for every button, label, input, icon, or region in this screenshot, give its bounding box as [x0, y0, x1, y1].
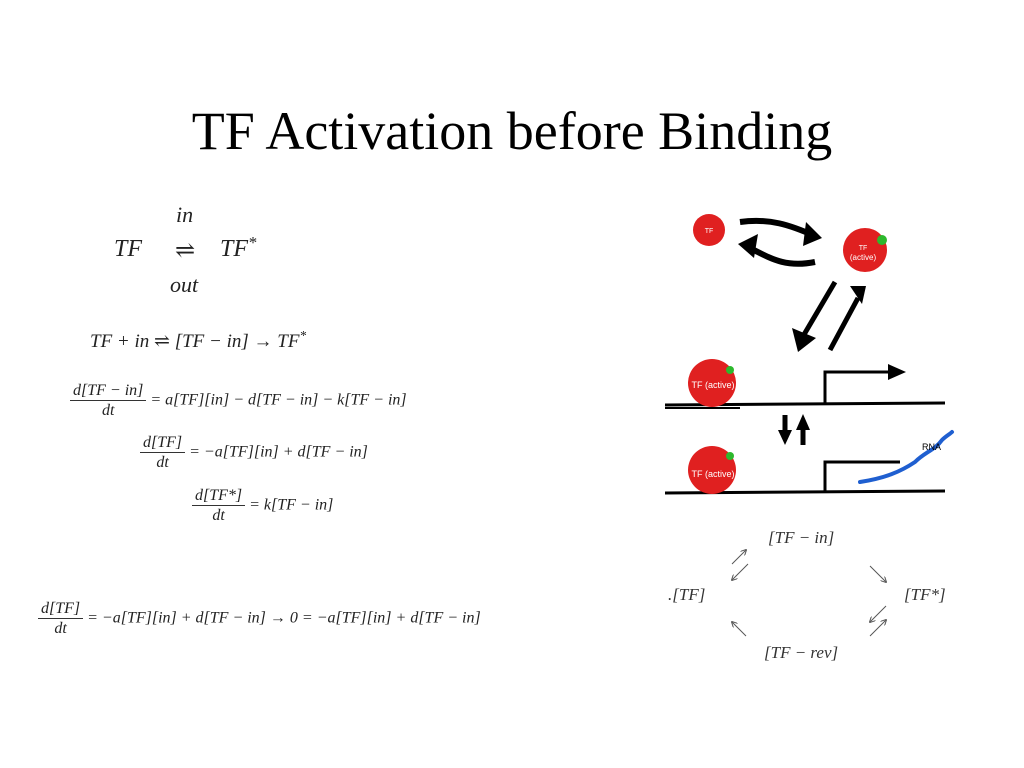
scheme-top-label: in	[176, 202, 194, 227]
promoter-arrow-lower	[823, 460, 900, 491]
scheme-right-species: TF*	[220, 232, 257, 262]
bound-tf-protein-upper	[688, 359, 736, 407]
promoter-arrow-upper-head	[888, 364, 906, 380]
rna-label: RNA	[922, 442, 941, 452]
active-tf-label-line2: (active)	[850, 253, 877, 262]
deactivation-arrow-head	[738, 234, 758, 258]
active-site-icon-lower	[726, 452, 734, 460]
binding-arrow	[799, 280, 838, 340]
promoter-arrow-upper	[823, 370, 895, 403]
scheme-equilibrium-arrow: ⇌	[175, 238, 196, 264]
inactive-tf-protein	[693, 214, 725, 246]
cycle-arrow-bottom-to-right	[869, 620, 886, 637]
scheme-bottom-label: out	[170, 272, 199, 297]
active-site-icon-upper	[726, 366, 734, 374]
active-tf-protein	[843, 228, 887, 272]
active-site-icon	[877, 235, 887, 245]
ode-tf-in: d[TF − in]dt = a[TF][in] − d[TF − in] − …	[70, 381, 407, 420]
activation-arrow-head	[803, 222, 822, 246]
transition-arrow-down-head	[778, 430, 792, 445]
cycle-arrow-bottom-to-left	[732, 622, 747, 637]
cycle-state-right: [TF*]	[904, 585, 946, 604]
reaction-equation: TF + in ⇌ [TF − in] → TF*	[90, 328, 307, 352]
ode-steady-state: d[TF]dt = −a[TF][in] + d[TF − in] → 0 = …	[38, 599, 481, 638]
cycle-arrow-right-to-bottom	[870, 605, 887, 622]
cycle-state-left: .[TF]	[668, 585, 706, 604]
slide-title: TF Activation before Binding	[191, 101, 833, 161]
unbinding-arrow	[827, 296, 861, 352]
ode-tf: d[TF]dt = −a[TF][in] + d[TF − in]	[140, 433, 368, 472]
cycle-arrow-top-to-right	[869, 565, 886, 582]
binding-arrow-head	[792, 328, 816, 352]
tf-binding-drawing: TF TF (active) TF (active) TF (active) R…	[664, 214, 954, 495]
scheme-left-species: TF	[114, 236, 143, 262]
active-tf-label-line1: TF	[859, 245, 868, 252]
rna-transcript	[858, 430, 954, 484]
deactivation-arrow	[748, 245, 816, 267]
unbinding-arrow-head	[850, 286, 866, 304]
ode-tf-star: d[TF*]dt = k[TF − in]	[192, 486, 333, 525]
cycle-arrows	[720, 540, 900, 637]
cycle-arrow-left-to-top	[731, 550, 746, 565]
bound-tf-label-lower: TF (active)	[691, 469, 734, 479]
cycle-arrow-top-to-left	[732, 563, 749, 580]
cycle-state-bottom: [TF − rev]	[764, 643, 839, 662]
inactive-tf-label: TF	[705, 228, 714, 235]
bound-tf-label-upper: TF (active)	[691, 380, 734, 390]
activation-arrow	[739, 217, 817, 239]
cycle-state-top: [TF − in]	[768, 528, 835, 547]
transition-arrow-up-head	[796, 414, 810, 430]
bound-tf-protein-lower	[688, 446, 736, 494]
